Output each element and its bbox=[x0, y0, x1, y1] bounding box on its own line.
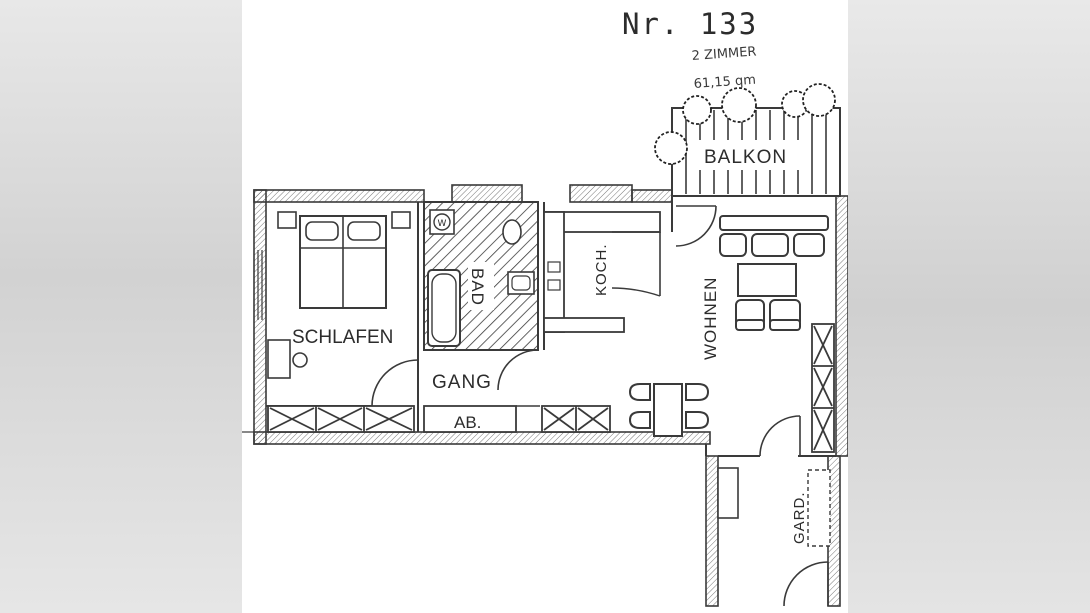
rooms-count: 2 ZIMMER bbox=[691, 45, 757, 64]
bathroom-door bbox=[497, 349, 539, 391]
left-blur-margin bbox=[0, 0, 242, 613]
garderobe: GARD. bbox=[717, 467, 831, 607]
living-door bbox=[759, 415, 801, 457]
room-label-gard: GARD. bbox=[791, 491, 808, 544]
bedroom-door bbox=[371, 359, 419, 407]
window-marks bbox=[242, 250, 263, 433]
floor-plan-drawing: Nr. 133 2 ZIMMER 61,15 qm BALKON bbox=[242, 7, 848, 607]
washer-icon: W bbox=[438, 219, 447, 229]
room-label-koch: KOCH. bbox=[593, 243, 610, 296]
living-cabinet bbox=[811, 323, 835, 453]
room-label-gang: GANG bbox=[432, 372, 492, 393]
bathroom: W BAD bbox=[423, 201, 539, 351]
plan-number: Nr. 133 bbox=[622, 7, 758, 41]
bedroom: SCHLAFEN bbox=[267, 211, 411, 379]
room-label-wohnen: WOHNEN bbox=[701, 277, 720, 360]
room-label-ab: AB. bbox=[454, 413, 481, 432]
apartment-area: 61,15 qm bbox=[693, 73, 756, 92]
living-furniture bbox=[719, 215, 829, 331]
storage-room: AB. bbox=[423, 405, 540, 433]
exterior-walls bbox=[253, 184, 848, 607]
room-label-balkon: BALKON bbox=[704, 147, 787, 168]
hallway-wardrobe bbox=[541, 405, 611, 433]
bedroom-wardrobe bbox=[267, 405, 415, 433]
balcony-door bbox=[675, 205, 717, 247]
floor-plan-sheet: Nr. 133 2 ZIMMER 61,15 qm BALKON bbox=[242, 0, 848, 613]
kitchen: KOCH. bbox=[543, 211, 661, 333]
dining-set bbox=[628, 383, 710, 437]
room-label-bad: BAD bbox=[468, 268, 487, 306]
room-label-schlafen: SCHLAFEN bbox=[292, 327, 393, 348]
plant-icon bbox=[654, 83, 836, 165]
balcony: BALKON bbox=[671, 107, 841, 197]
right-blur-margin bbox=[848, 0, 1090, 613]
